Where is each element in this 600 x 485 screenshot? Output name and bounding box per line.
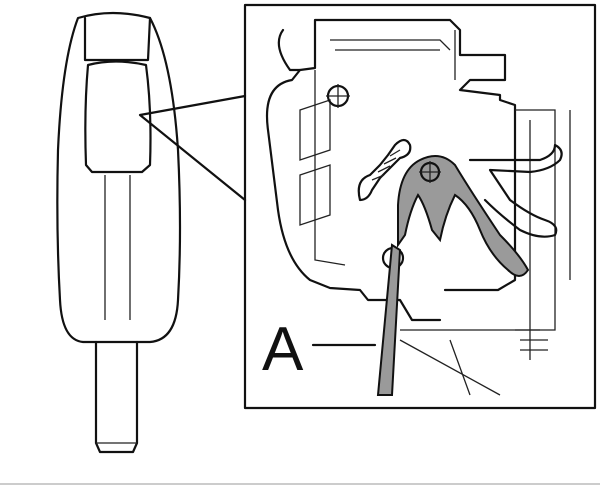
latch-lever xyxy=(397,155,530,277)
callout-label-a: A xyxy=(262,315,304,384)
callout-leader xyxy=(138,94,247,202)
gear-knob xyxy=(56,11,182,454)
rod-a xyxy=(376,243,402,396)
detail-box xyxy=(243,3,597,410)
bottom-divider xyxy=(0,483,600,485)
